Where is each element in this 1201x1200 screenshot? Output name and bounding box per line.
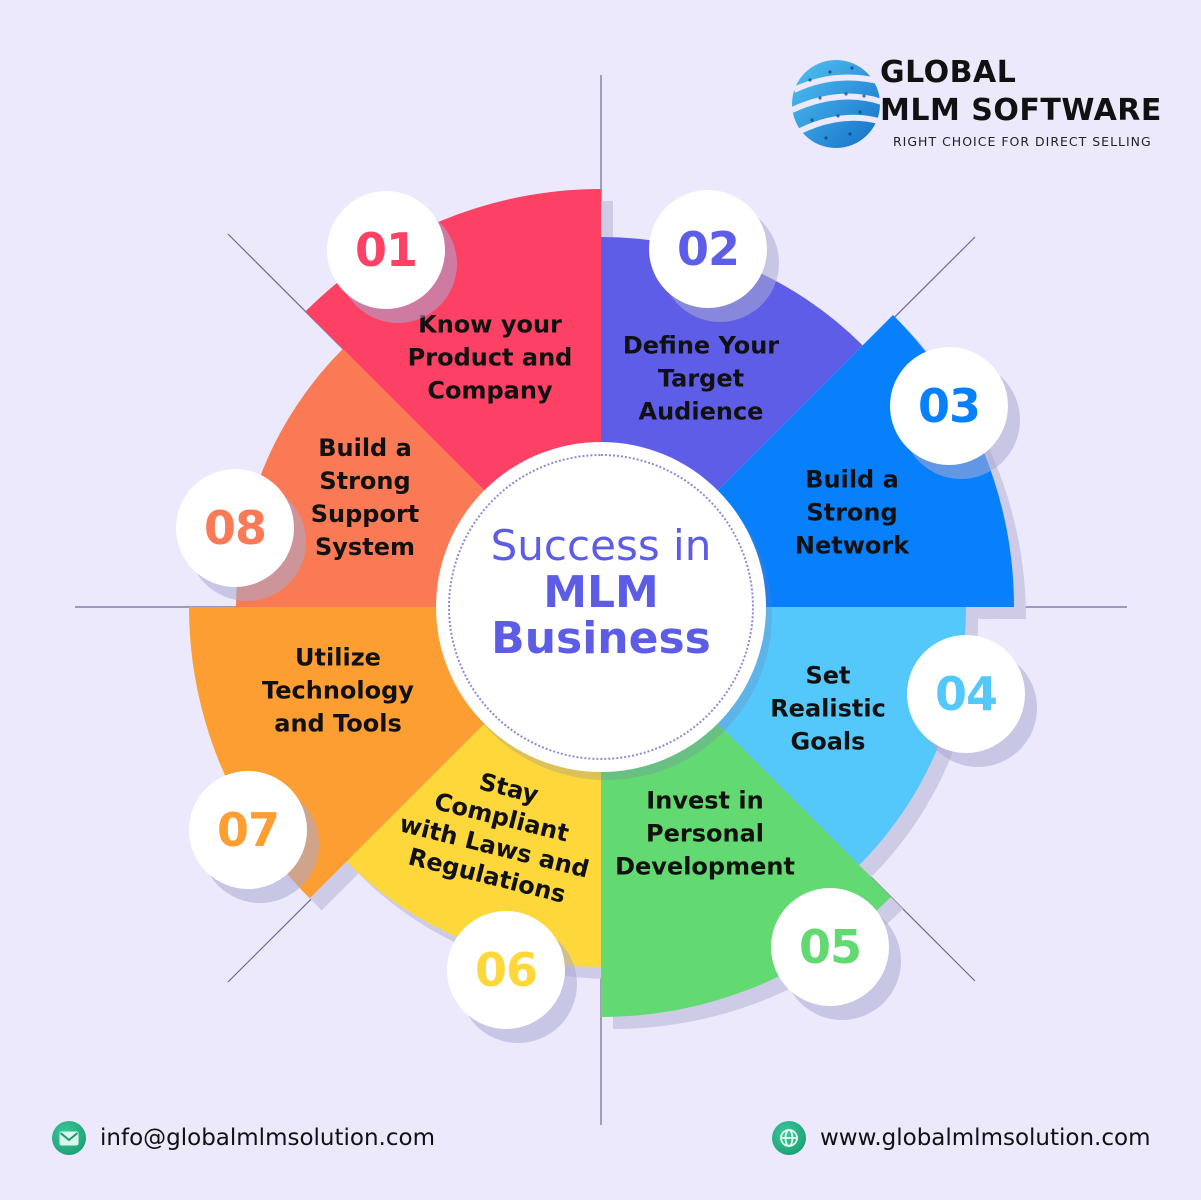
segment-03-number: 03 xyxy=(917,379,981,433)
segment-07-label: Utilize Technology and Tools xyxy=(262,643,414,738)
segment-02-number: 02 xyxy=(676,222,740,276)
segment-04-number: 04 xyxy=(934,667,998,721)
footer-email[interactable]: info@globalmlmsolution.com xyxy=(52,1120,435,1156)
segment-07-number: 07 xyxy=(216,803,280,857)
globe-icon xyxy=(772,1121,806,1155)
website-link[interactable]: www.globalmlmsolution.com xyxy=(820,1125,1151,1151)
segment-01-number-badge: 01 xyxy=(327,191,445,309)
segment-07-number-badge: 07 xyxy=(189,771,307,889)
segment-08-number-badge: 08 xyxy=(176,469,294,587)
center-title-line1: Success in xyxy=(490,521,712,570)
segment-02-label: Define Your Target Audience xyxy=(622,331,780,426)
brand-name: GLOBAL MLM SOFTWARE xyxy=(880,54,1162,130)
center-title: Success in MLM Business xyxy=(436,522,766,662)
segment-08-number: 08 xyxy=(203,501,267,555)
brand-tagline: RIGHT CHOICE FOR DIRECT SELLING xyxy=(893,134,1152,149)
segment-04-label: Set Realistic Goals xyxy=(770,661,886,756)
email-link[interactable]: info@globalmlmsolution.com xyxy=(100,1125,435,1151)
brand-name-line1: GLOBAL xyxy=(880,55,1017,90)
segment-08-label: Build a Strong Support System xyxy=(310,434,420,561)
footer-website[interactable]: www.globalmlmsolution.com xyxy=(772,1120,1151,1156)
segment-03-label: Build a Strong Network xyxy=(794,465,910,560)
center-dotted-ring xyxy=(448,454,754,760)
segment-05-number: 05 xyxy=(798,920,862,974)
segment-04-number-badge: 04 xyxy=(907,635,1025,753)
segment-06-number: 06 xyxy=(474,943,538,997)
globe-network-icon xyxy=(790,60,882,148)
center-title-line3: Business xyxy=(491,613,711,664)
brand-logo: GLOBAL MLM SOFTWARE RIGHT CHOICE FOR DIR… xyxy=(790,50,1170,160)
segment-03-number-badge: 03 xyxy=(890,347,1008,465)
segment-05-number-badge: 05 xyxy=(771,888,889,1006)
mail-icon xyxy=(52,1121,86,1155)
segment-06-number-badge: 06 xyxy=(447,911,565,1029)
center-title-line2: MLM xyxy=(543,567,659,618)
brand-name-line2: MLM SOFTWARE xyxy=(880,93,1162,128)
segment-01-number: 01 xyxy=(354,223,418,277)
segment-05-label: Invest in Personal Development xyxy=(615,786,795,881)
segment-02-number-badge: 02 xyxy=(649,190,767,308)
center-hub: Success in MLM Business xyxy=(436,442,766,772)
segment-01-label: Know your Product and Company xyxy=(407,310,573,405)
